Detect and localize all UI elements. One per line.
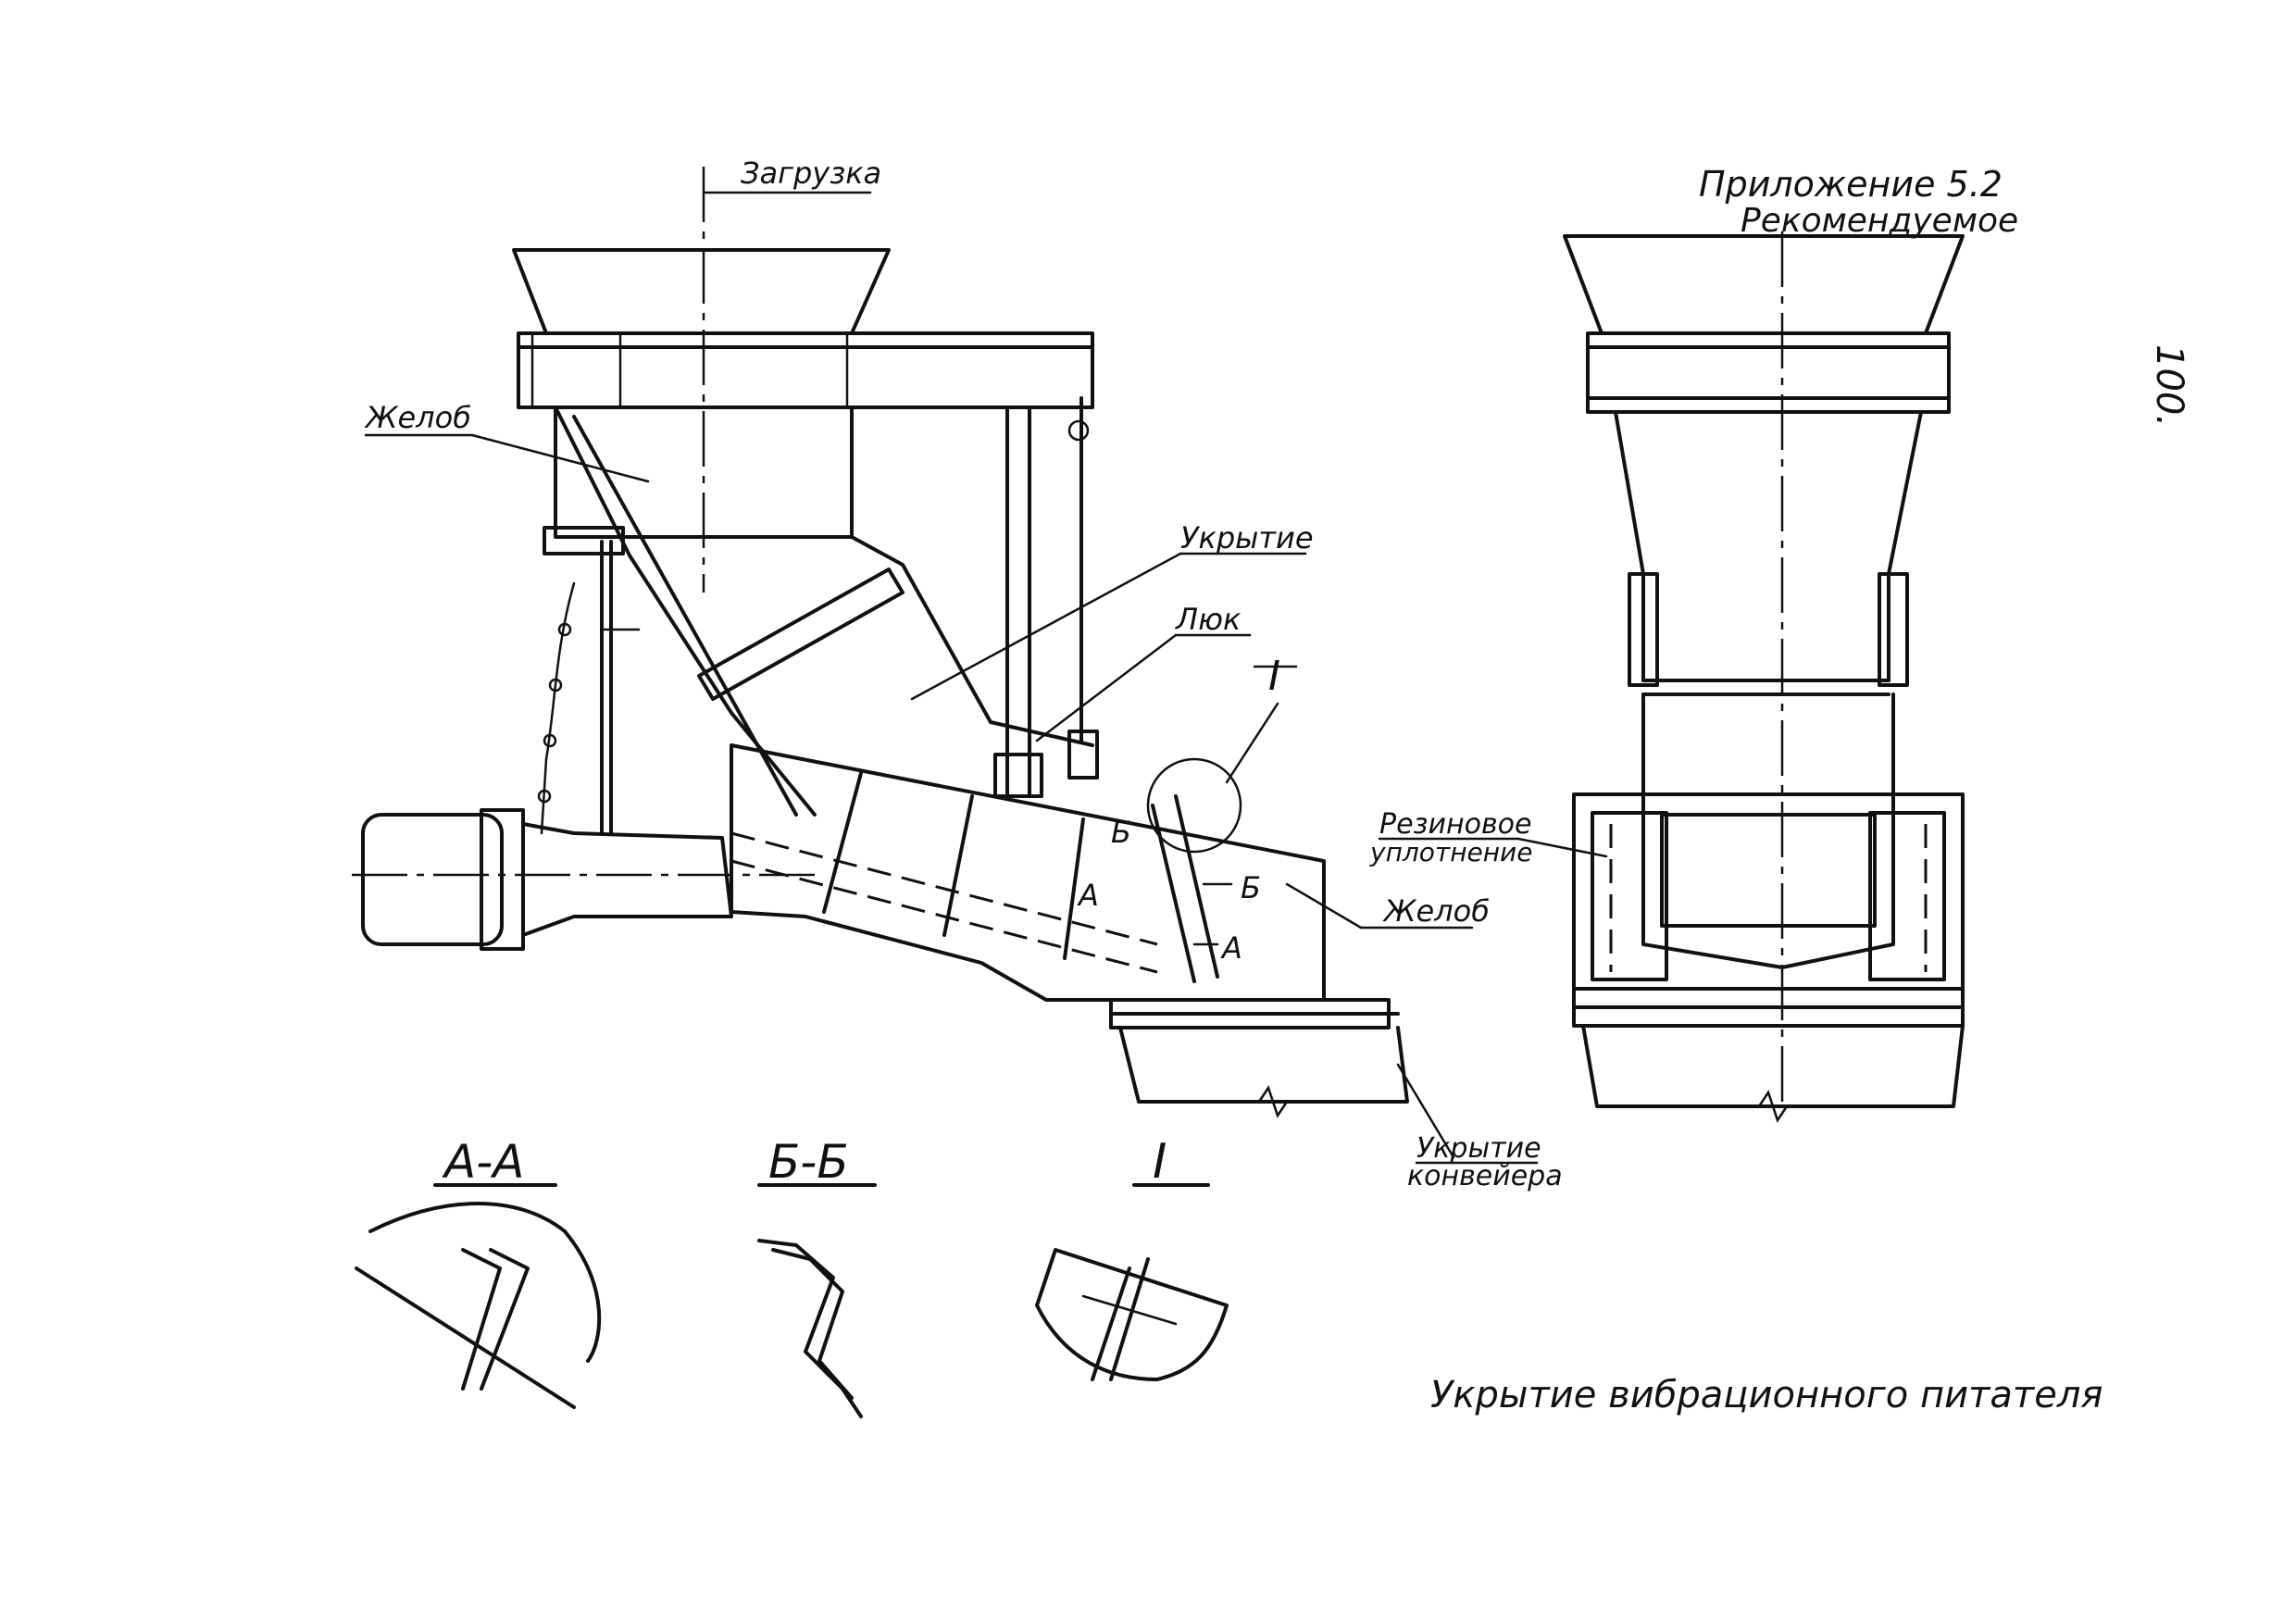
- label-loading: Загрузка: [741, 156, 881, 191]
- label-cover: Укрытие: [1180, 520, 1314, 555]
- label-rubber-seal-1: Резиновое: [1379, 808, 1531, 841]
- cut-a-top: А: [1077, 878, 1099, 913]
- label-detail-marker: I: [1268, 653, 1280, 700]
- drawing-title: Укрытие вибрационного питателя: [1430, 1374, 2103, 1416]
- label-chute-top: Желоб: [364, 400, 471, 435]
- appendix-status: Рекомендуемое: [1741, 202, 2018, 240]
- page-number: 100.: [2148, 344, 2190, 427]
- section-a-a-title: А-А: [442, 1135, 524, 1189]
- label-hatch: Люк: [1175, 602, 1242, 637]
- cut-a-bottom: А: [1220, 930, 1242, 966]
- section-a-a: А-А: [355, 1135, 602, 1409]
- section-b-b-title: Б-Б: [768, 1135, 849, 1189]
- label-rubber-seal-2: уплотнение: [1369, 837, 1532, 867]
- label-conveyor-cover-1: Укрытие: [1416, 1132, 1541, 1165]
- section-detail-i: I: [1035, 1134, 1229, 1381]
- appendix-number: Приложение 5.2: [1699, 164, 2003, 205]
- label-conveyor-cover-2: конвейера: [1407, 1160, 1563, 1192]
- section-detail-i-title: I: [1153, 1134, 1167, 1190]
- cut-b-bottom: Б: [1241, 870, 1261, 905]
- section-b-b: Б-Б: [757, 1135, 877, 1418]
- side-view: Загрузка: [352, 156, 1563, 1192]
- label-chute-right: Желоб: [1382, 893, 1490, 929]
- front-view: Резиновое уплотнение: [1369, 231, 1965, 1123]
- cut-b-top: Б: [1111, 815, 1131, 850]
